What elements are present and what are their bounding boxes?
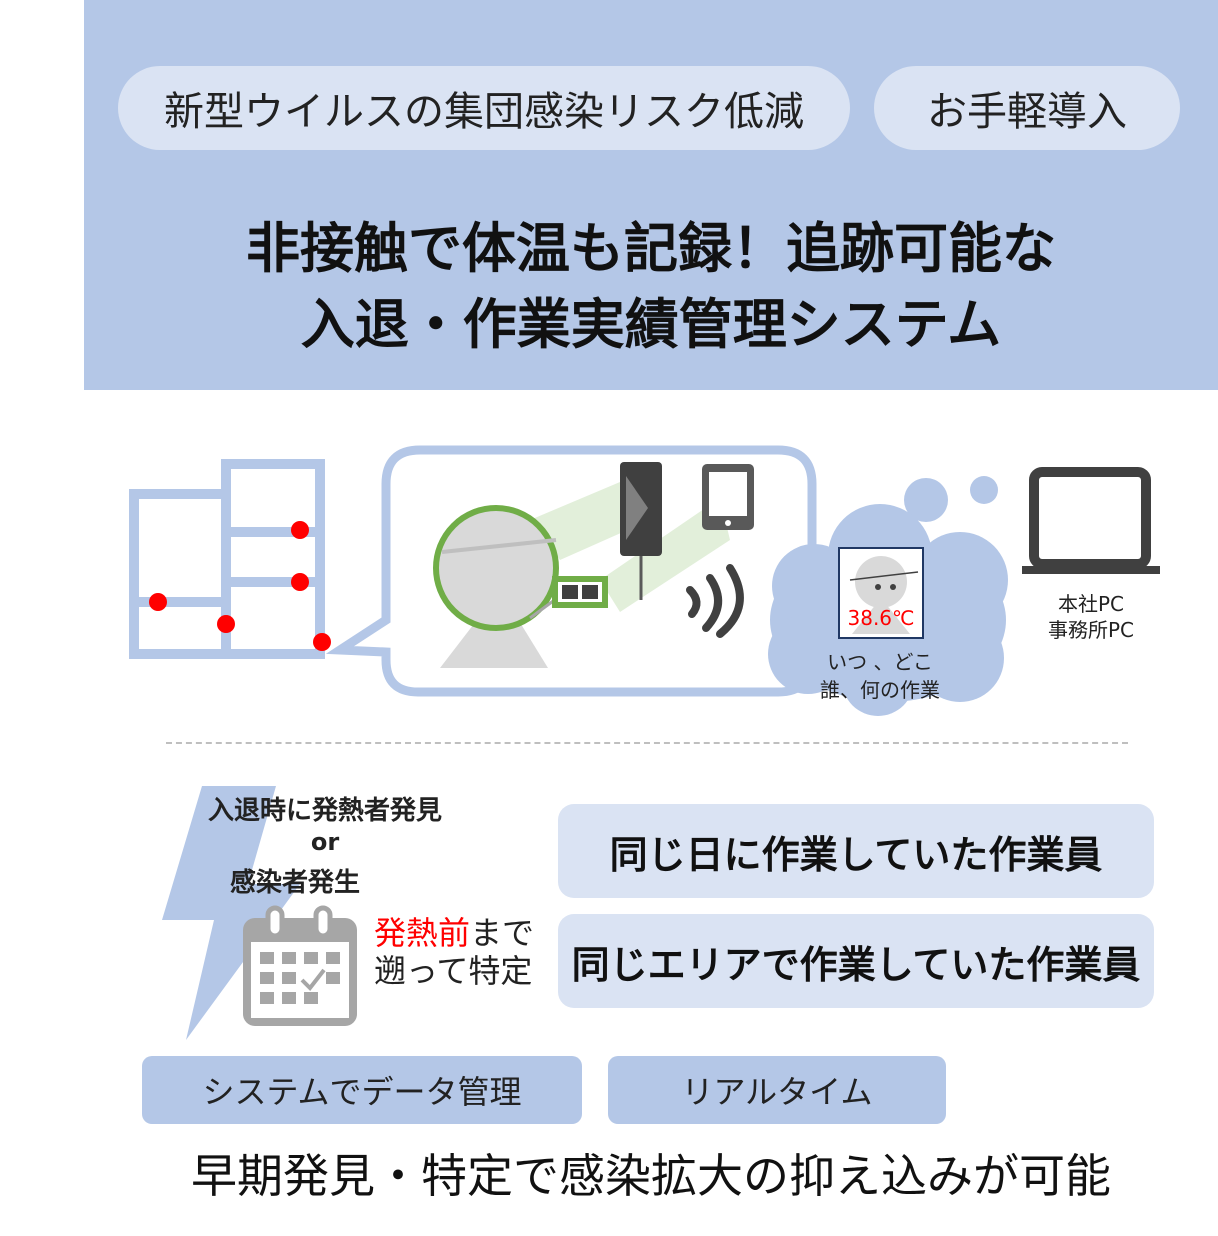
laptop-icon [1022, 467, 1160, 574]
person-icon [433, 505, 561, 668]
location-dots [149, 521, 331, 651]
alert-line2: or [310, 828, 340, 856]
trace-rest: まで [470, 914, 535, 952]
lightning-icon [162, 786, 300, 1040]
header-banner [84, 0, 1218, 390]
pc-label-line2: 事務所PC [1047, 618, 1135, 642]
qr-badge-icon [552, 576, 608, 608]
calendar-icon [243, 905, 357, 1026]
result-same-area: 同じエリアで作業していた作業員 [558, 914, 1154, 1008]
alert-line1: 入退時に発熱者発見 [207, 796, 442, 826]
pill-easy-install: お手軽導入 [874, 66, 1180, 150]
scanner-device-icon [620, 462, 662, 600]
footer-message: 早期発見・特定で感染拡大の抑え込みが可能 [191, 1149, 1111, 1203]
alert-line3: 感染者発生 [229, 868, 360, 898]
scan-beam [600, 498, 730, 612]
tag-data-management: システムでデータ管理 [142, 1056, 582, 1124]
trace-line2: 遡って特定 [374, 952, 533, 990]
alert-graphics [162, 786, 357, 1040]
thermal-photo [838, 547, 924, 639]
temperature-readout: 38.6℃ [847, 606, 915, 630]
result-same-day: 同じ日に作業していた作業員 [558, 804, 1154, 898]
pc-label-line1: 本社PC [1057, 592, 1125, 616]
tag-realtime: リアルタイム [608, 1056, 946, 1124]
system-diagram [129, 445, 1160, 716]
tablet-icon [702, 464, 754, 530]
section-divider [166, 742, 1128, 744]
wireless-signal-icon [686, 564, 744, 638]
cloud-label-line1: いつ 、どこ [827, 650, 933, 674]
speech-bubble [325, 445, 817, 697]
trace-line1: 発熱前まで [374, 908, 534, 954]
page-title-line2: 入退・作業実績管理システム [300, 293, 1002, 356]
page-title-line1: 非接触で体温も記録！追跡可能な [246, 217, 1056, 280]
cloud-label-line2: 誰、何の作業 [820, 678, 940, 702]
pill-infection-risk: 新型ウイルスの集団感染リスク低減 [118, 66, 850, 150]
trace-highlight: 発熱前 [374, 914, 471, 952]
